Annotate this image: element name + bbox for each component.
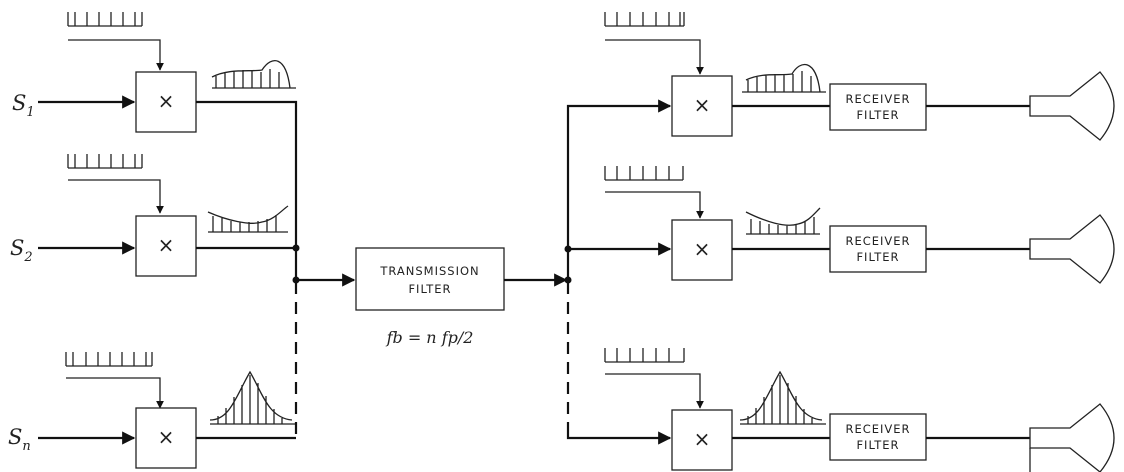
multiplier-symbol: ×: [694, 237, 711, 261]
receiver-filter-line1: RECEIVER: [845, 422, 910, 436]
rx-channel-n: × RECEIVER FILTER: [604, 348, 1115, 472]
receiver-filter-box-n: [829, 413, 927, 461]
sampling-pulse-train: [67, 154, 143, 169]
rx-channel-1: × RECEIVER FILTER: [604, 12, 1115, 141]
multiplier-symbol: ×: [694, 427, 711, 451]
sampled-waveform-rx-2: [745, 207, 821, 235]
receiver-filter-line2: FILTER: [856, 250, 899, 264]
bandwidth-formula: fb = n fp/2: [386, 328, 474, 347]
receiver-filter-line2: FILTER: [856, 438, 899, 452]
sampled-waveform-n: [209, 370, 296, 425]
receiver-filter-line1: RECEIVER: [845, 92, 910, 106]
receiver-filter-box-2: [829, 225, 927, 273]
transmission-filter-line1: TRANSMISSION: [379, 264, 479, 278]
transmission-filter: TRANSMISSION FILTER fb = n fp/2: [355, 247, 505, 347]
rx-channel-2: × RECEIVER FILTER: [604, 166, 1115, 284]
bus-right: [566, 99, 672, 280]
pulse-feed-arrow: [66, 377, 164, 409]
transmission-filter-box: [355, 247, 505, 311]
sampled-waveform-1: [211, 60, 296, 89]
tx-channel-2: S2 ×: [10, 154, 296, 277]
pulse-feed-arrow: [605, 191, 704, 219]
sampled-waveform-2: [207, 205, 289, 233]
display-tube-icon: [1029, 71, 1115, 141]
display-tube-icon: [1029, 214, 1115, 284]
receiver-filter-line1: RECEIVER: [845, 234, 910, 248]
channel-1-output-line: [196, 100, 298, 245]
tx-channel-1: S1 ×: [12, 12, 298, 245]
sampled-waveform-rx-1: [742, 63, 826, 93]
input-s2-label: S2: [10, 236, 33, 265]
multiplier-symbol: ×: [694, 93, 711, 117]
multiplier-box-2: [135, 215, 197, 277]
demux-multiplier-box-n: [671, 409, 733, 471]
pulse-feed-arrow: [68, 179, 164, 214]
pulse-feed-arrow: [68, 39, 164, 71]
sampling-pulse-train: [67, 12, 143, 27]
pulse-feed-arrow: [605, 373, 704, 409]
receiver-filter-line2: FILTER: [856, 108, 899, 122]
multiplier-symbol: ×: [158, 89, 175, 113]
sampling-pulse-train: [604, 348, 685, 363]
pulse-feed-arrow: [605, 39, 704, 75]
input-sn-label: Sn: [8, 425, 31, 454]
sampled-waveform-rx-n: [739, 370, 826, 425]
sampling-pulse-train: [604, 166, 684, 181]
multiplier-box-n: [135, 407, 197, 469]
sampling-pulse-train: [65, 352, 153, 367]
tx-channel-n: Sn ×: [8, 282, 298, 469]
multiplier-symbol: ×: [158, 233, 175, 257]
receiver-filter-box-1: [829, 83, 927, 131]
transmission-filter-line2: FILTER: [408, 282, 451, 296]
input-s1-label: S1: [12, 91, 35, 120]
demux-multiplier-box-1: [671, 75, 733, 137]
sampling-pulse-train: [604, 12, 685, 27]
bus-right-branch-n: [566, 431, 672, 445]
display-tube-icon: [1029, 403, 1115, 472]
multiplier-symbol: ×: [158, 425, 175, 449]
